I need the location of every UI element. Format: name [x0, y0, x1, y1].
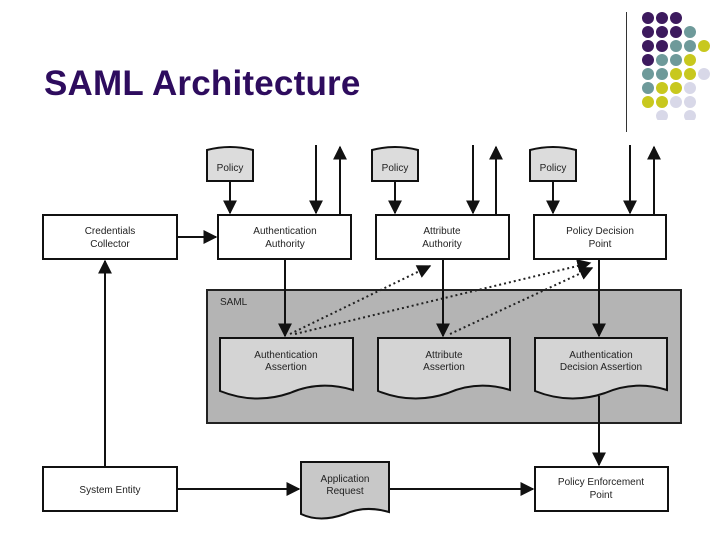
box-label: Authentication [253, 226, 316, 237]
box-label: Point [590, 490, 613, 501]
decorative-dot [670, 40, 682, 52]
authentication-decision-assertion-doc: Authentication Decision Assertion [534, 337, 668, 400]
decorative-dot [656, 68, 668, 80]
dotted-authn-assertion-to-attr [289, 265, 432, 335]
policy-store-2: Policy [371, 146, 419, 182]
authentication-assertion-doc: Authentication Assertion [219, 337, 354, 400]
slide-title: SAML Architecture [44, 64, 361, 103]
assertion-label: Authentication [569, 350, 632, 361]
decorative-dot [670, 26, 682, 38]
policy-enforcement-point-box: Policy Enforcement Point [534, 466, 669, 512]
policy-store-3: Policy [529, 146, 577, 182]
decorative-dot [656, 26, 668, 38]
decorative-dot [642, 82, 654, 94]
decorative-dot [642, 40, 654, 52]
assertion-label: Assertion [265, 362, 307, 373]
system-entity-box: System Entity [42, 466, 178, 512]
title-divider-line [626, 12, 627, 132]
assertion-label: Assertion [423, 362, 465, 373]
decorative-dot-grid [642, 12, 710, 120]
decorative-dot [684, 40, 696, 52]
decorative-dot [656, 54, 668, 66]
policy-label: Policy [382, 163, 409, 174]
decorative-dot [684, 68, 696, 80]
box-label: Policy Enforcement [558, 477, 644, 488]
decorative-dot [656, 40, 668, 52]
decorative-dot [698, 68, 710, 80]
box-label: Credentials [85, 226, 136, 237]
decorative-dot [670, 68, 682, 80]
decorative-dot [698, 40, 710, 52]
decorative-dot [670, 54, 682, 66]
decorative-dot [642, 96, 654, 108]
application-request-doc: Application Request [300, 461, 390, 520]
decorative-dot [656, 96, 668, 108]
decorative-dot [684, 26, 696, 38]
policy-label: Policy [217, 163, 244, 174]
decorative-dot [684, 82, 696, 94]
policy-store-1: Policy [206, 146, 254, 182]
decorative-dot [642, 12, 654, 24]
box-label: Authority [422, 239, 461, 250]
box-label: System Entity [79, 485, 140, 496]
assertion-label: Attribute [425, 350, 463, 361]
box-label: Collector [90, 239, 130, 250]
saml-group-label: SAML [220, 297, 248, 308]
decorative-dot [670, 82, 682, 94]
credentials-collector-box: Credentials Collector [42, 214, 178, 260]
request-label: Request [326, 486, 363, 497]
decorative-dot [656, 110, 668, 120]
request-label: Application [321, 474, 370, 485]
policy-label: Policy [540, 163, 567, 174]
decorative-dot [642, 54, 654, 66]
decorative-dot [684, 96, 696, 108]
dotted-attr-assertion-to-pdp [449, 266, 594, 335]
solid-connectors [98, 145, 661, 496]
assertion-label: Authentication [254, 350, 317, 361]
assertion-label: Decision Assertion [560, 362, 642, 373]
decorative-dot [684, 110, 696, 120]
decorative-dot [656, 12, 668, 24]
decorative-dot [642, 68, 654, 80]
attribute-authority-box: Attribute Authority [375, 214, 510, 260]
decorative-dot [670, 96, 682, 108]
decorative-dot [656, 82, 668, 94]
dotted-connectors [289, 259, 594, 335]
decorative-dot [684, 54, 696, 66]
policy-decision-point-box: Policy Decision Point [533, 214, 667, 260]
decorative-dot [642, 26, 654, 38]
decorative-dot [670, 12, 682, 24]
box-label: Policy Decision [566, 226, 634, 237]
authentication-authority-box: Authentication Authority [217, 214, 352, 260]
box-label: Attribute [423, 226, 461, 237]
dotted-authn-assertion-to-pdp [294, 259, 592, 335]
box-label: Authority [265, 239, 304, 250]
attribute-assertion-doc: Attribute Assertion [377, 337, 511, 400]
box-label: Point [589, 239, 612, 250]
